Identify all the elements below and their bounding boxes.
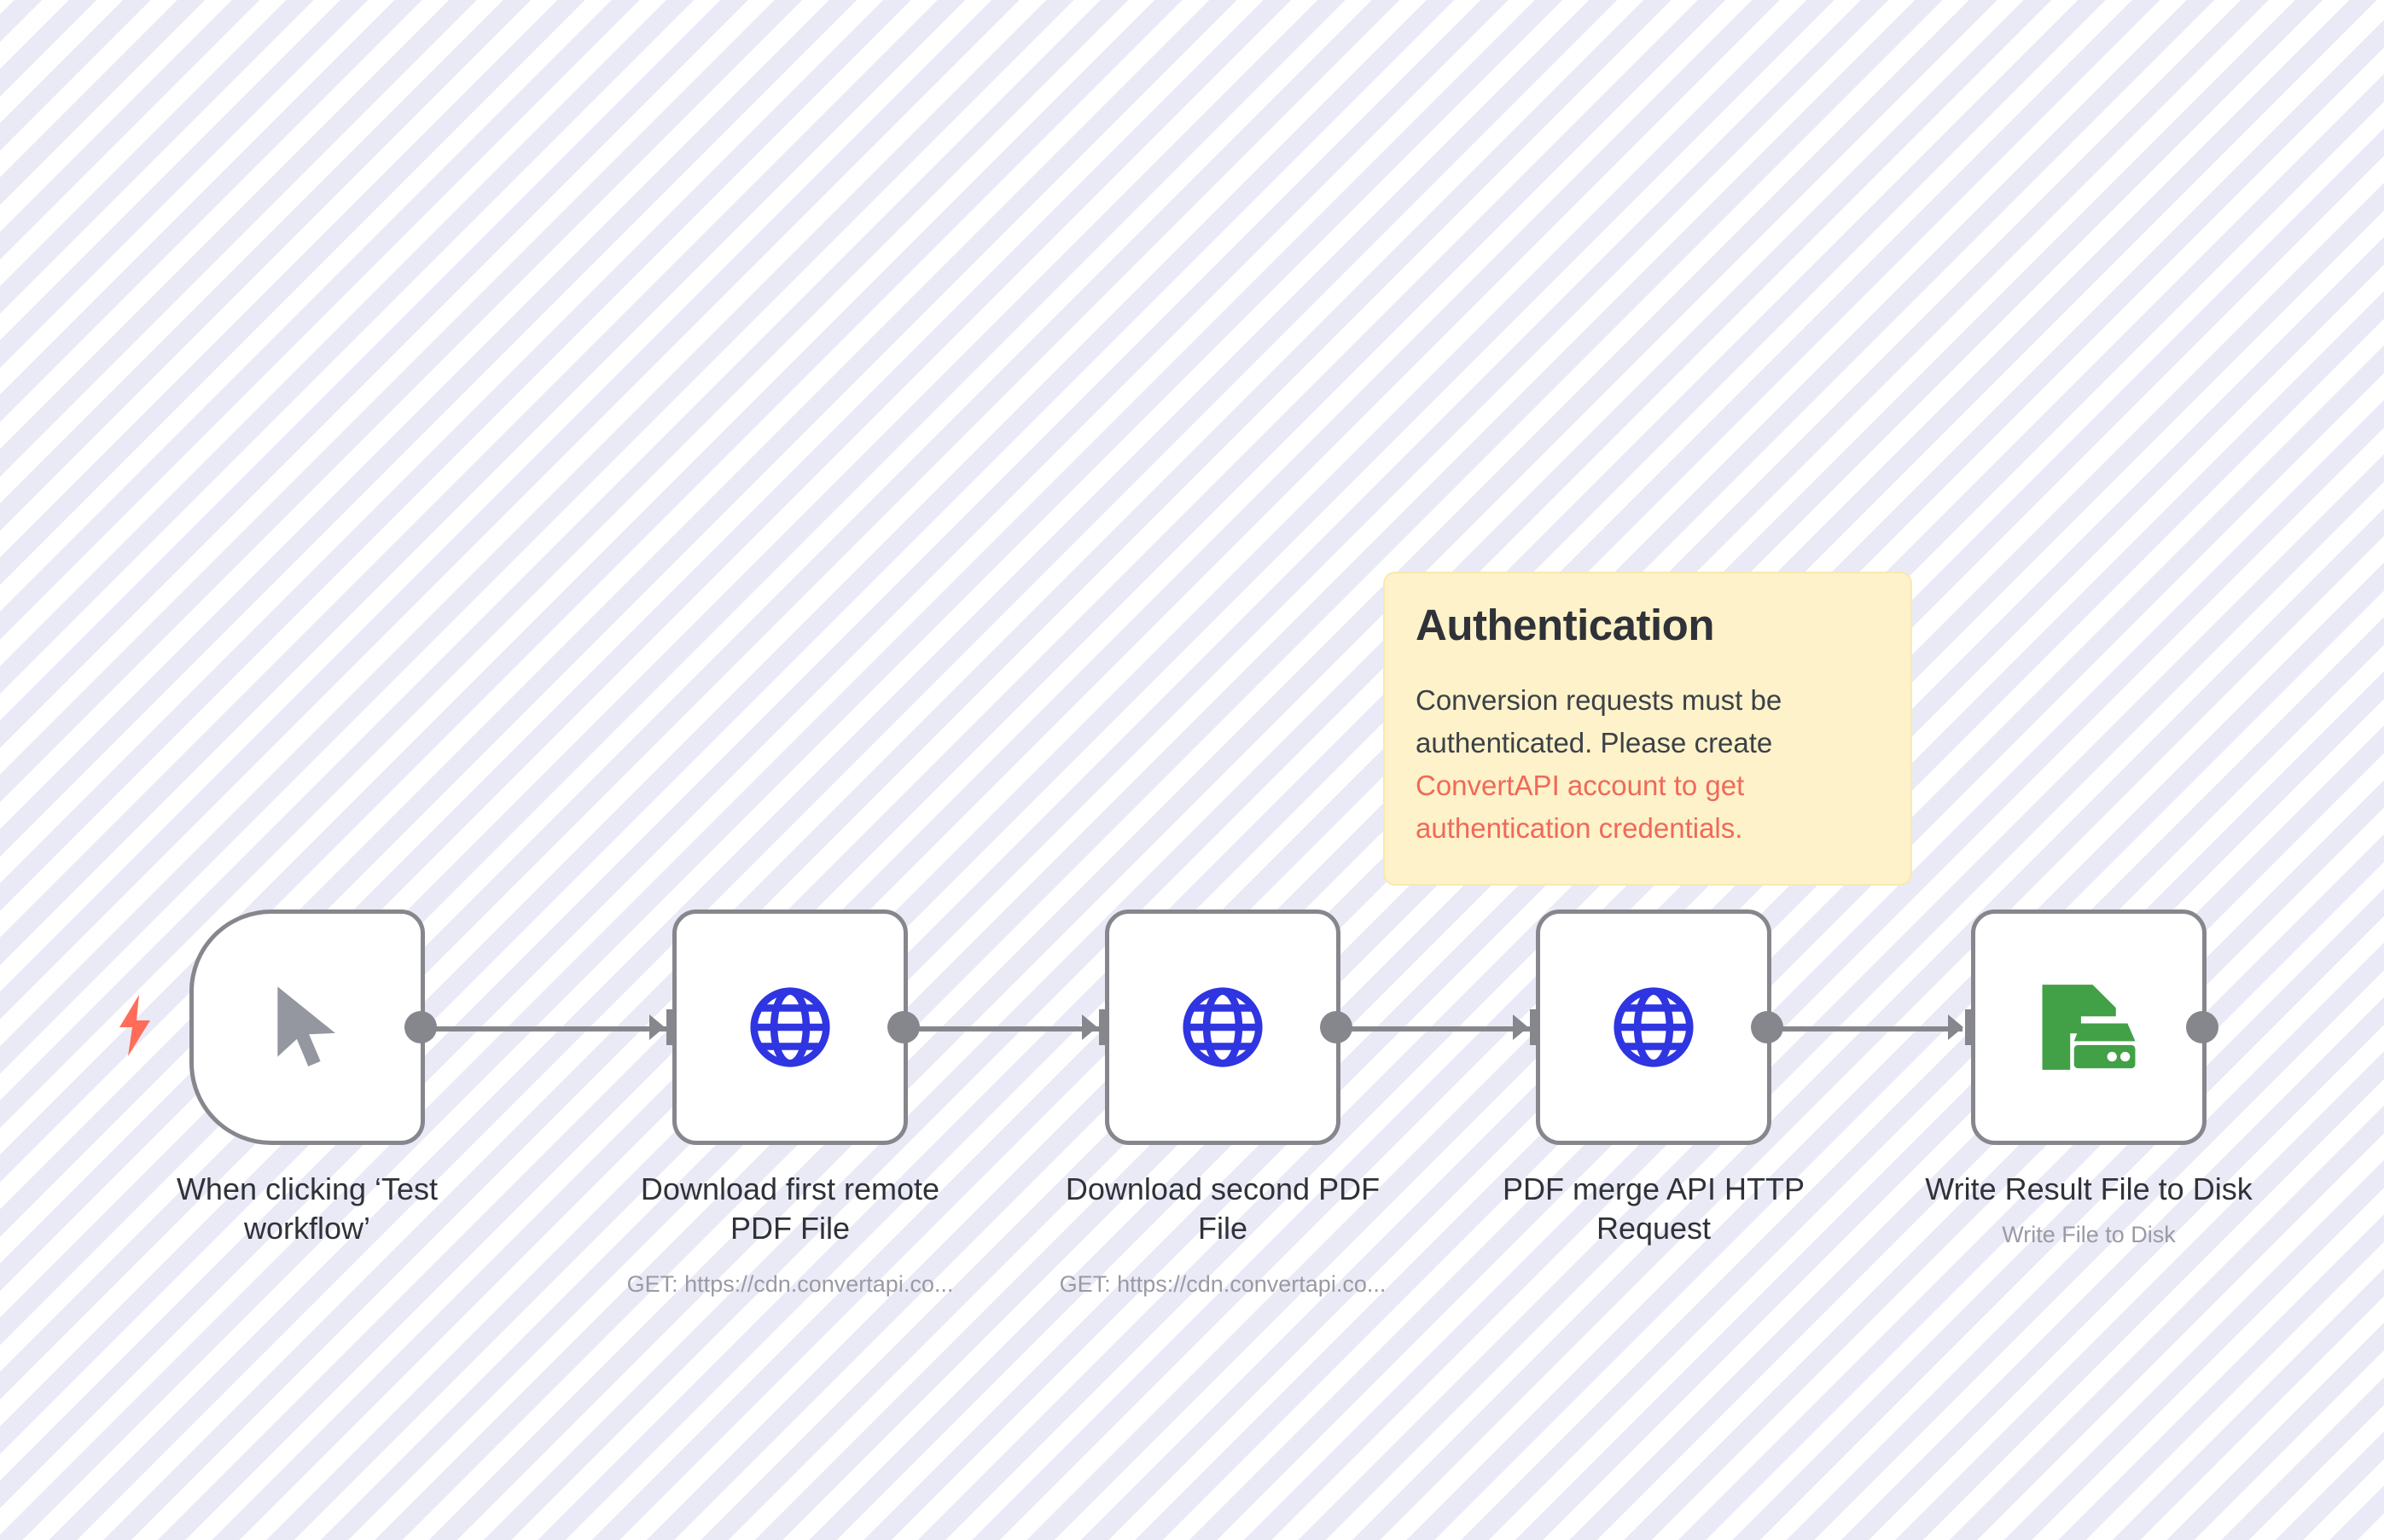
- node-input-connector[interactable]: [1082, 1008, 1111, 1047]
- node-download-first-remote-pdf-file[interactable]: Download first remote PDF File: [641, 909, 939, 1246]
- node-subtitle: GET: https://cdn.convertapi.co...: [626, 1271, 954, 1297]
- node-subtitle: Write File to Disk: [2002, 1222, 2176, 1247]
- node-output-connector[interactable]: [887, 1011, 920, 1043]
- file-to-disk-icon: [2042, 985, 2136, 1070]
- node-input-connector[interactable]: [1948, 1008, 1977, 1047]
- cursor-icon: [277, 986, 335, 1066]
- globe-icon: [1183, 987, 1263, 1067]
- sticky-note-authentication[interactable]: Authentication Conversion requests must …: [1383, 572, 1912, 886]
- node-download-second-pdf-file[interactable]: Download second PDF File: [1066, 909, 1380, 1246]
- node-write-result-file-to-disk[interactable]: Write Result File to Disk: [1925, 909, 2253, 1206]
- sticky-note-title: Authentication: [1416, 601, 1714, 649]
- node-input-connector[interactable]: [1513, 1008, 1542, 1047]
- node-input-connector[interactable]: [649, 1008, 678, 1047]
- sticky-note-body-text: Conversion requests must be authenticate…: [1416, 683, 1782, 758]
- sticky-note-link[interactable]: ConvertAPI account to get: [1416, 769, 1745, 801]
- node-pdf-merge-api-http-request[interactable]: PDF merge API HTTP Request: [1503, 909, 1805, 1246]
- node-label: When clicking ‘Test workflow’: [176, 1171, 439, 1247]
- edge-merge-to-write-file[interactable]: [1771, 1026, 1962, 1032]
- node-label: PDF merge API HTTP Request: [1502, 1171, 1805, 1247]
- edge-trigger-to-download-first[interactable]: [427, 1026, 674, 1032]
- edge-download-first-to-second[interactable]: [909, 1026, 1156, 1032]
- node-subtitle: GET: https://cdn.convertapi.co...: [1059, 1271, 1387, 1297]
- edge-download-second-to-merge[interactable]: [1335, 1026, 1583, 1032]
- globe-icon: [1614, 987, 1694, 1067]
- trigger-bolt-icon: [119, 995, 150, 1056]
- node-label: Write Result File to Disk: [1925, 1171, 2253, 1206]
- node-output-connector[interactable]: [1320, 1011, 1352, 1043]
- node-label: Download first remote PDF File: [640, 1171, 940, 1247]
- node-when-clicking-test-workflow[interactable]: When clicking ‘Test workflow’: [177, 909, 438, 1246]
- sticky-note-clipped-text: authentication credentials.: [1416, 812, 1743, 845]
- sticky-note-body: Conversion requests must be authenticate…: [1416, 679, 1880, 851]
- node-output-connector[interactable]: [2186, 1011, 2218, 1043]
- node-output-connector[interactable]: [404, 1011, 437, 1043]
- node-output-connector[interactable]: [1751, 1011, 1783, 1043]
- globe-icon: [750, 987, 830, 1067]
- node-label: Download second PDF File: [1065, 1171, 1381, 1247]
